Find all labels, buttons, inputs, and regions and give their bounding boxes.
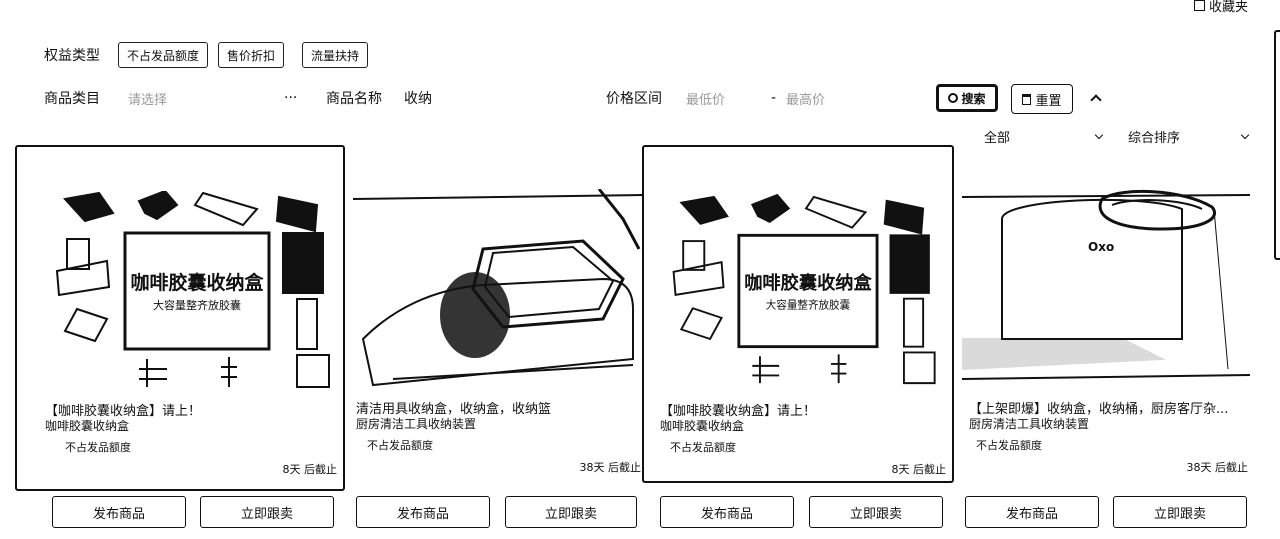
sort-select-value: 综合排序	[1128, 130, 1181, 146]
publish-button[interactable]: 发布商品	[52, 496, 186, 528]
side-scroll-handle[interactable]	[1274, 30, 1280, 260]
product-subtitle: 咖啡胶囊收纳盒	[660, 419, 745, 433]
product-image: 咖啡胶囊收纳盒 大容量整齐放胶囊	[47, 191, 345, 391]
product-subtitle: 厨房清洁工具收纳装置	[969, 417, 1090, 431]
tag-price-discount[interactable]: 售价折扣	[218, 42, 285, 68]
follow-sell-button[interactable]: 立即跟卖	[1113, 496, 1247, 528]
product-image: 咖啡胶囊收纳盒 大容量整齐放胶囊	[664, 191, 950, 391]
category-select[interactable]: 请选择	[128, 92, 168, 108]
status-select[interactable]: 全部	[984, 126, 1104, 146]
rights-badge: 不占发品额度	[670, 441, 736, 454]
price-separator: -	[771, 90, 777, 106]
product-title[interactable]: 【上架即爆】收纳盒，收纳桶，厨房客厅杂...	[969, 402, 1229, 417]
tag-no-quota[interactable]: 不占发品额度	[118, 42, 209, 68]
product-image: Oxo	[962, 189, 1250, 389]
price-range-label: 价格区间	[606, 91, 662, 107]
follow-sell-button[interactable]: 立即跟卖	[200, 496, 334, 528]
price-max-input[interactable]: 最高价	[786, 92, 826, 108]
publish-button[interactable]: 发布商品	[660, 496, 794, 528]
more-icon[interactable]: ···	[284, 90, 298, 106]
publish-button[interactable]: 发布商品	[965, 496, 1099, 528]
product-title[interactable]: 【咖啡胶囊收纳盒】请上！	[660, 404, 817, 419]
search-filter-row: 商品类目 请选择 ··· 商品名称 收纳 价格区间 最低价 - 最高价 搜索 重…	[44, 84, 1244, 114]
image-caption: 咖啡胶囊收纳盒	[744, 272, 872, 294]
reset-button[interactable]: 重置	[1011, 84, 1073, 114]
deadline-text: 8天 后截止	[282, 463, 338, 476]
image-caption: Oxo	[1088, 240, 1114, 254]
chevron-down-icon	[1094, 130, 1104, 139]
publish-button[interactable]: 发布商品	[356, 496, 490, 528]
reset-button-label: 重置	[1035, 93, 1062, 109]
status-select-value: 全部	[984, 130, 1011, 146]
product-name-input[interactable]: 收纳	[404, 91, 432, 107]
rights-type-label: 权益类型	[44, 48, 100, 64]
bookmark-icon	[1193, 0, 1205, 11]
rights-badge: 不占发品额度	[367, 439, 433, 452]
price-min-input[interactable]: 最低价	[686, 92, 726, 108]
search-icon	[948, 93, 959, 103]
search-button[interactable]: 搜索	[936, 84, 998, 112]
product-title[interactable]: 【咖啡胶囊收纳盒】请上！	[45, 404, 202, 419]
deadline-text: 38天 后截止	[579, 461, 642, 474]
product-image	[353, 189, 643, 389]
collapse-button[interactable]	[1090, 84, 1102, 112]
product-card[interactable]: 咖啡胶囊收纳盒 大容量整齐放胶囊 【咖啡胶囊收纳盒】请上！ 咖啡胶囊收纳盒 不占…	[15, 145, 345, 491]
trash-icon	[1022, 93, 1032, 105]
rights-filter-row: 权益类型 不占发品额度 售价折扣 流量扶持	[44, 42, 380, 68]
chevron-up-icon	[1090, 94, 1102, 106]
image-caption-sub: 大容量整齐放胶囊	[153, 298, 241, 312]
favorites-label: 收藏夹	[1208, 0, 1248, 15]
image-caption: 咖啡胶囊收纳盒	[130, 271, 264, 294]
product-subtitle: 厨房清洁工具收纳装置	[356, 417, 477, 431]
favorites-link[interactable]: 收藏夹	[1193, 0, 1248, 15]
image-caption-sub: 大容量整齐放胶囊	[766, 298, 851, 311]
product-card[interactable]: 咖啡胶囊收纳盒 大容量整齐放胶囊 【咖啡胶囊收纳盒】请上！ 咖啡胶囊收纳盒 不占…	[642, 145, 954, 483]
deadline-text: 8天 后截止	[891, 463, 947, 476]
follow-sell-button[interactable]: 立即跟卖	[505, 496, 637, 528]
category-label: 商品类目	[44, 91, 100, 107]
product-card[interactable]: Oxo 【上架即爆】收纳盒，收纳桶，厨房客厅杂... 厨房清洁工具收纳装置 不占…	[936, 145, 1256, 491]
product-card[interactable]: 清洁用具收纳盒，收纳盒，收纳篮 厨房清洁工具收纳装置 不占发品额度 38天 后截…	[327, 145, 657, 491]
tag-traffic-support[interactable]: 流量扶持	[302, 42, 369, 68]
product-subtitle: 咖啡胶囊收纳盒	[45, 419, 130, 433]
deadline-text: 38天 后截止	[1186, 461, 1249, 474]
product-title[interactable]: 清洁用具收纳盒，收纳盒，收纳篮	[356, 402, 552, 417]
follow-sell-button[interactable]: 立即跟卖	[809, 496, 943, 528]
sort-select[interactable]: 综合排序	[1128, 126, 1250, 146]
product-name-label: 商品名称	[326, 91, 382, 107]
rights-badge: 不占发品额度	[65, 441, 131, 454]
search-button-label: 搜索	[961, 91, 986, 106]
rights-badge: 不占发品额度	[976, 439, 1042, 452]
chevron-down-icon	[1240, 130, 1250, 139]
